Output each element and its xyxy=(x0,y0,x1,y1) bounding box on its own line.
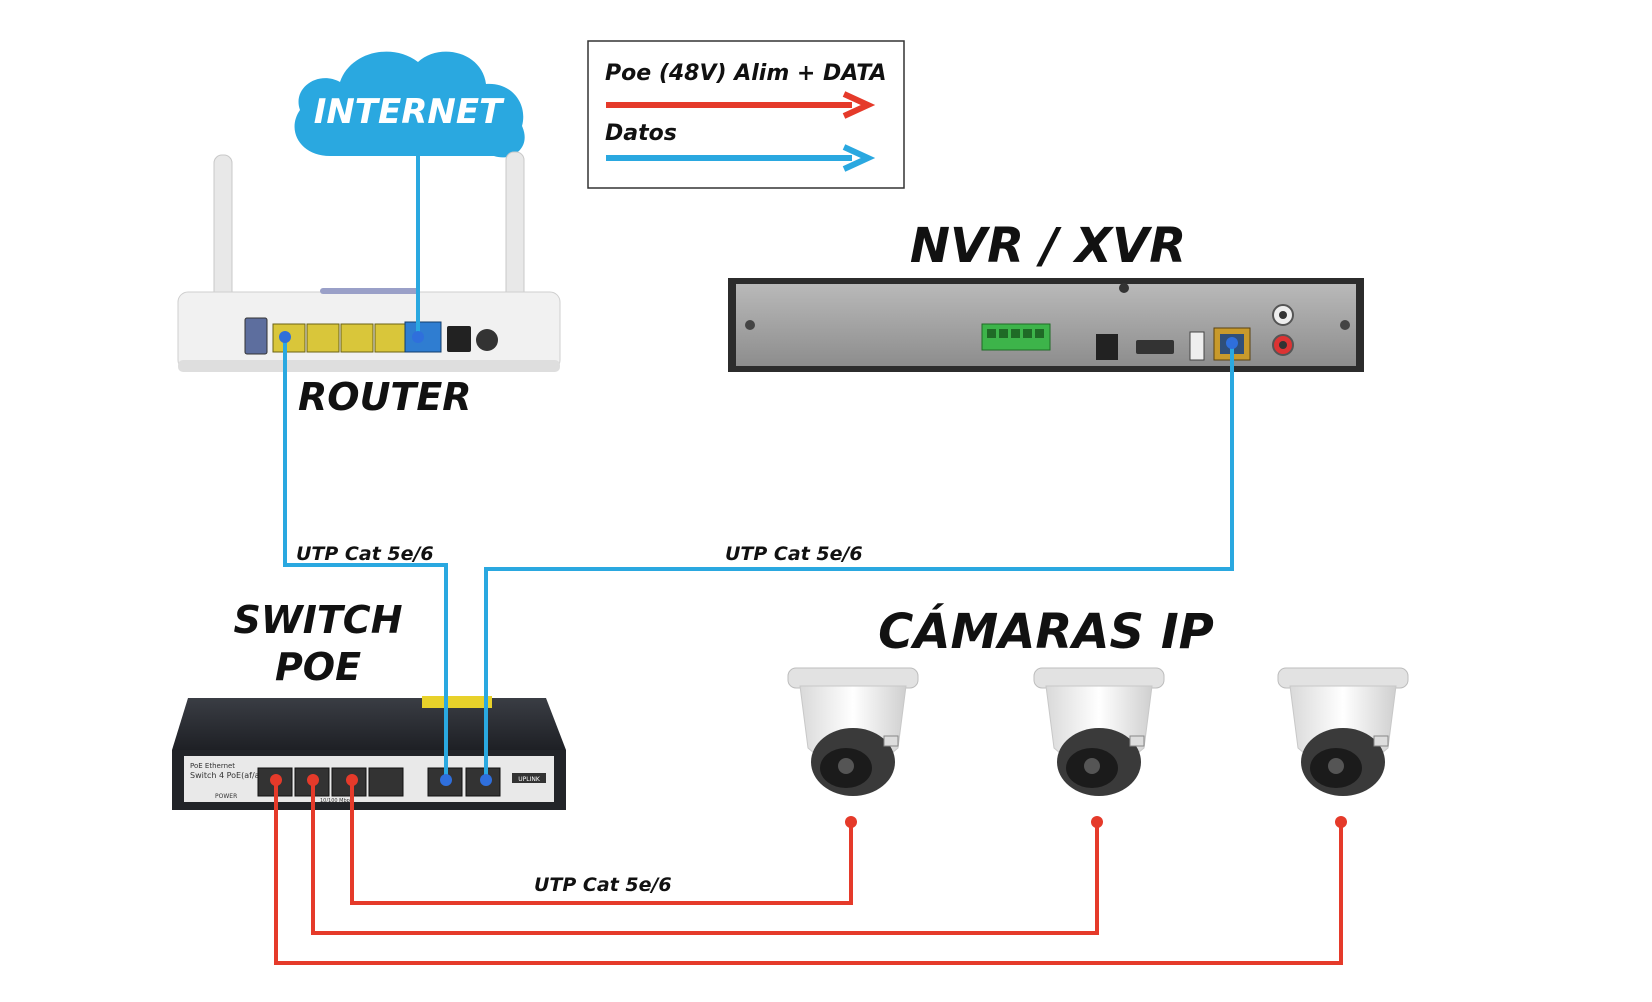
camera-1-dot xyxy=(845,816,857,828)
nvr-title: NVR / XVR xyxy=(910,218,1186,274)
switch-title-line1: SWITCH xyxy=(233,598,402,642)
uplink1-connector-dot xyxy=(440,774,452,786)
nvr-connector-dot xyxy=(1226,337,1238,349)
switch-speed-label: 10/100 Mbps xyxy=(320,798,353,804)
uplink2-connector-dot xyxy=(480,774,492,786)
cable-label-switch-cameras: UTP Cat 5e/6 xyxy=(534,874,672,896)
internet-label: INTERNET xyxy=(314,92,505,132)
cameras-title: CÁMARAS IP xyxy=(878,603,1214,660)
legend-data-arrow-icon xyxy=(842,144,876,172)
legend: Poe (48V) Alim + DATA Datos xyxy=(587,40,905,189)
cable-label-nvr-switch: UTP Cat 5e/6 xyxy=(725,543,863,565)
lan-connector-dot xyxy=(279,331,291,343)
router-power-button xyxy=(476,329,498,351)
switch-poe-ports xyxy=(257,767,404,797)
poe-switch-device: PoE Ethernet Switch 4 PoE(af/at) POWER 1… xyxy=(172,696,566,810)
poe-port1-dot xyxy=(270,774,282,786)
poe-port3-dot xyxy=(346,774,358,786)
router-lan-ports xyxy=(272,323,408,353)
camera-3-dot xyxy=(1335,816,1347,828)
router-power-jack xyxy=(447,326,471,352)
switch-model-line2: Switch 4 PoE(af/at) xyxy=(190,771,266,780)
poe-port2-dot xyxy=(307,774,319,786)
ip-camera-2 xyxy=(1033,667,1165,796)
wan-connector-dot xyxy=(412,331,424,343)
internet-cloud-icon: INTERNET xyxy=(294,51,525,158)
cable-switch-camera-1 xyxy=(350,780,853,905)
switch-uplink-label: UPLINK xyxy=(518,776,541,783)
router-device xyxy=(177,151,561,372)
nvr-device xyxy=(728,278,1364,372)
nvr-power-port xyxy=(1096,334,1118,360)
legend-poe-arrow-icon xyxy=(842,91,876,119)
router-title: ROUTER xyxy=(298,375,472,419)
ip-camera-1 xyxy=(787,667,919,796)
cable-router-switch xyxy=(283,337,448,780)
legend-data-label: Datos xyxy=(605,121,677,146)
legend-poe-label: Poe (48V) Alim + DATA xyxy=(605,61,887,86)
switch-model-line1: PoE Ethernet xyxy=(190,762,235,770)
cable-switch-camera-2 xyxy=(311,780,1099,935)
ip-camera-3 xyxy=(1277,667,1409,796)
cable-switch-camera-3 xyxy=(274,780,1343,965)
nvr-usb-port xyxy=(1189,331,1205,361)
camera-2-dot xyxy=(1091,816,1103,828)
cable-label-router-switch: UTP Cat 5e/6 xyxy=(296,543,434,565)
switch-title-line2: POE xyxy=(275,645,361,689)
cable-nvr-switch xyxy=(484,343,1234,780)
switch-power-label: POWER xyxy=(215,793,237,800)
nvr-hdmi-port xyxy=(1136,340,1174,354)
